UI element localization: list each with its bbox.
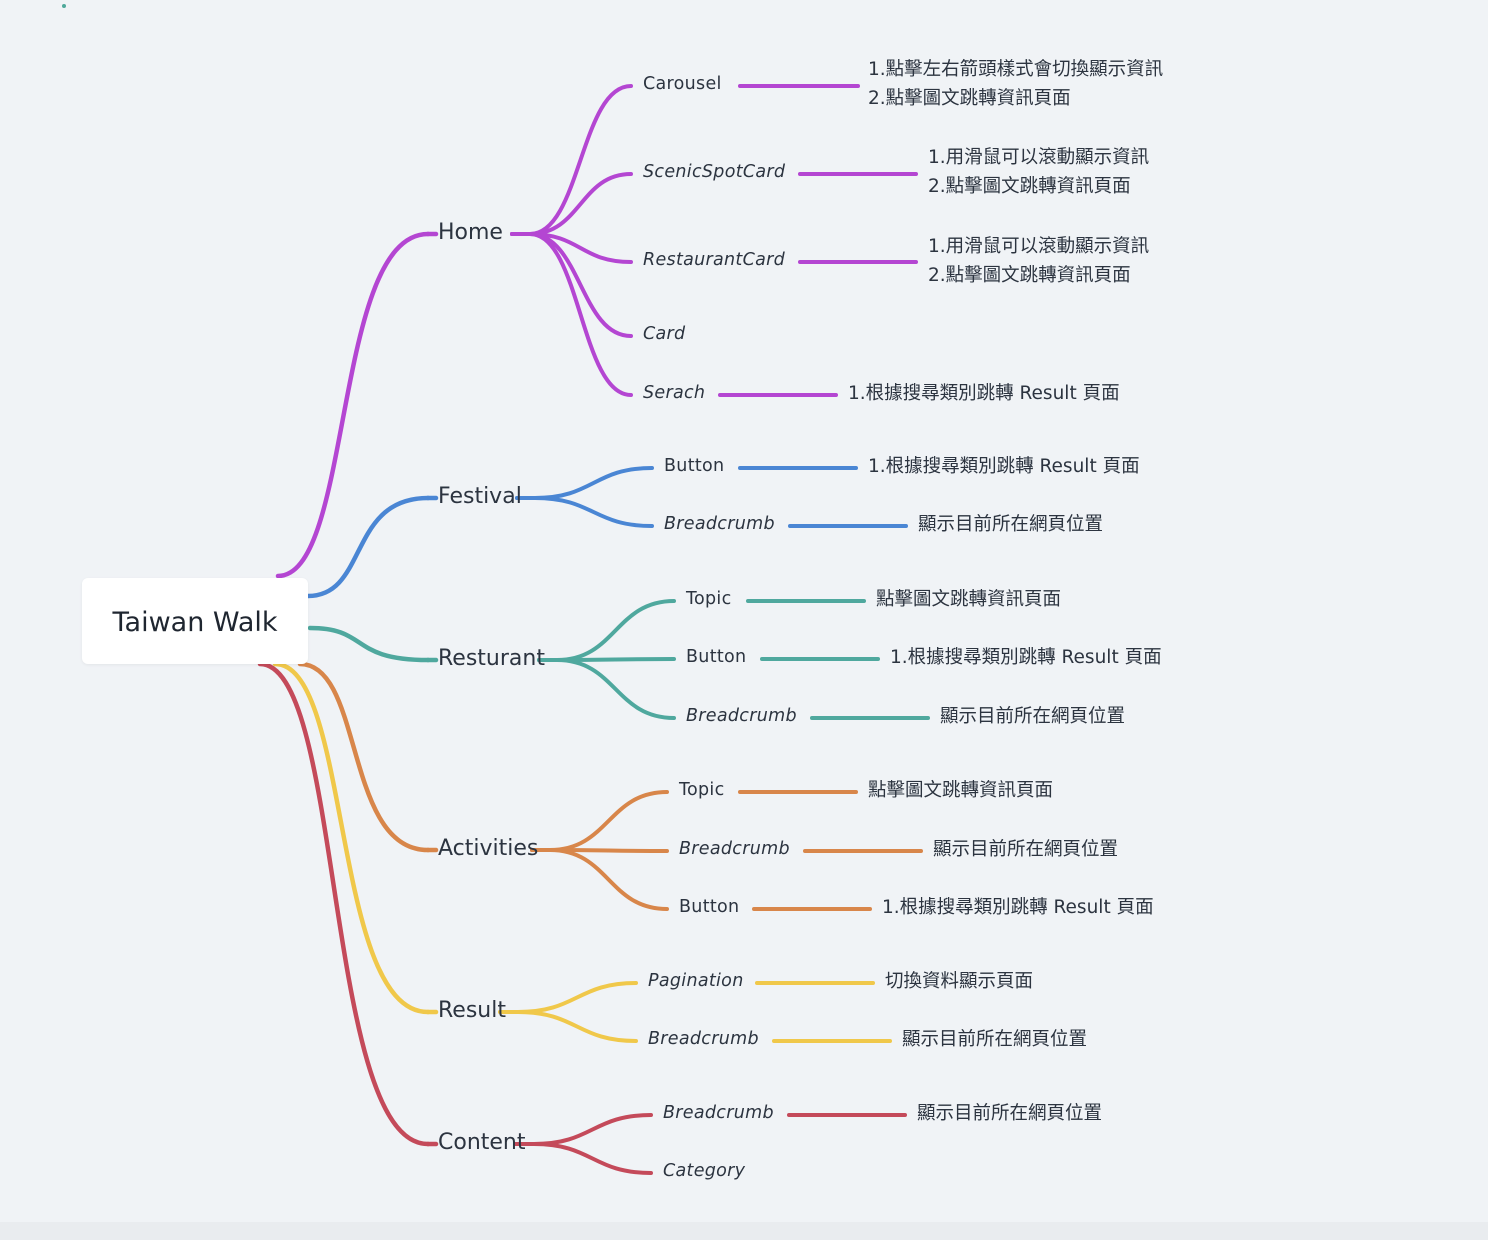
- leaf-home-scenicspotcard[interactable]: ScenicSpotCard: [643, 162, 786, 183]
- corner-dot: [62, 4, 66, 8]
- leaf-result-breadcrumb[interactable]: Breadcrumb: [648, 1029, 759, 1050]
- edge-result-breadcrumb: [516, 1010, 638, 1043]
- edge-resturant-breadcrumb: [555, 658, 676, 720]
- edge-activities-button: [548, 848, 669, 911]
- note-home-serach-1: 1.根據搜尋類別跳轉 Result 頁面: [848, 382, 1120, 404]
- leaf-home-carousel[interactable]: Carousel: [643, 74, 722, 95]
- leaf-resturant-button[interactable]: Button: [686, 647, 747, 668]
- leaf-content-category[interactable]: Category: [663, 1161, 746, 1182]
- edge-resturant-button: [555, 657, 676, 662]
- leaf-resturant-breadcrumb[interactable]: Breadcrumb: [686, 706, 797, 727]
- note-home-restaurantcard-1: 1.用滑鼠可以滾動顯示資訊: [928, 235, 1150, 257]
- edge-root-result: [272, 661, 431, 1015]
- edge-home-carousel: [528, 84, 633, 236]
- note-festival-breadcrumb-1: 顯示目前所在網頁位置: [918, 513, 1104, 535]
- branch-festival[interactable]: Festival: [438, 484, 522, 509]
- branch-result[interactable]: Result: [438, 998, 506, 1023]
- note-resturant-button-1: 1.根據搜尋類別跳轉 Result 頁面: [890, 646, 1162, 668]
- note-result-pagination-1: 切換資料顯示頁面: [885, 970, 1034, 992]
- leaf-home-restaurantcard[interactable]: RestaurantCard: [643, 250, 786, 271]
- edge-resturant-topic: [555, 599, 676, 662]
- edge-content-breadcrumb: [532, 1113, 653, 1146]
- note-activities-button-1: 1.根據搜尋類別跳轉 Result 頁面: [882, 896, 1154, 918]
- leaf-activities-breadcrumb[interactable]: Breadcrumb: [679, 839, 790, 860]
- edge-root-home: [275, 231, 431, 579]
- note-home-scenicspotcard-2: 2.點擊圖文跳轉資訊頁面: [928, 175, 1131, 197]
- leaf-home-serach[interactable]: Serach: [643, 383, 706, 404]
- branch-home[interactable]: Home: [438, 220, 503, 245]
- note-festival-button-1: 1.根據搜尋類別跳轉 Result 頁面: [868, 455, 1140, 477]
- note-result-breadcrumb-1: 顯示目前所在網頁位置: [902, 1028, 1088, 1050]
- edge-result-pagination: [516, 981, 638, 1014]
- note-home-carousel-2: 2.點擊圖文跳轉資訊頁面: [868, 87, 1071, 109]
- note-resturant-topic-1: 點擊圖文跳轉資訊頁面: [876, 588, 1062, 610]
- leaf-home-card[interactable]: Card: [643, 324, 686, 345]
- edge-home-serach: [528, 232, 633, 397]
- edge-root-festival: [305, 495, 431, 599]
- branch-activities[interactable]: Activities: [438, 836, 539, 861]
- edge-home-restaurantcard: [528, 232, 633, 264]
- leaf-festival-breadcrumb[interactable]: Breadcrumb: [664, 514, 775, 535]
- bottom-strip: [0, 1222, 1488, 1240]
- note-activities-breadcrumb-1: 顯示目前所在網頁位置: [933, 838, 1119, 860]
- branch-content[interactable]: Content: [438, 1130, 526, 1155]
- edge-festival-breadcrumb: [533, 496, 654, 528]
- root-label: Taiwan Walk: [112, 606, 278, 638]
- edge-root-activities: [297, 661, 431, 853]
- note-resturant-breadcrumb-1: 顯示目前所在網頁位置: [940, 705, 1126, 727]
- edge-home-scenicspotcard: [528, 172, 633, 236]
- leaf-content-breadcrumb[interactable]: Breadcrumb: [663, 1103, 774, 1124]
- branch-resturant[interactable]: Resturant: [438, 646, 545, 671]
- note-home-carousel-1: 1.點擊左右箭頭樣式會切換顯示資訊: [868, 58, 1164, 80]
- leaf-activities-button[interactable]: Button: [679, 897, 740, 918]
- edge-content-category: [532, 1142, 653, 1175]
- leaf-festival-button[interactable]: Button: [664, 456, 725, 477]
- note-home-restaurantcard-2: 2.點擊圖文跳轉資訊頁面: [928, 264, 1131, 286]
- edge-root-resturant: [307, 625, 431, 663]
- edge-festival-button: [533, 466, 654, 500]
- note-activities-topic-1: 點擊圖文跳轉資訊頁面: [868, 779, 1054, 801]
- leaf-resturant-topic[interactable]: Topic: [686, 589, 732, 610]
- root-node[interactable]: [82, 578, 308, 664]
- edge-root-content: [257, 661, 431, 1147]
- note-home-scenicspotcard-1: 1.用滑鼠可以滾動顯示資訊: [928, 146, 1150, 168]
- leaf-activities-topic[interactable]: Topic: [679, 780, 725, 801]
- leaf-result-pagination[interactable]: Pagination: [648, 971, 744, 992]
- edge-activities-topic: [548, 790, 669, 852]
- note-content-breadcrumb-1: 顯示目前所在網頁位置: [917, 1102, 1103, 1124]
